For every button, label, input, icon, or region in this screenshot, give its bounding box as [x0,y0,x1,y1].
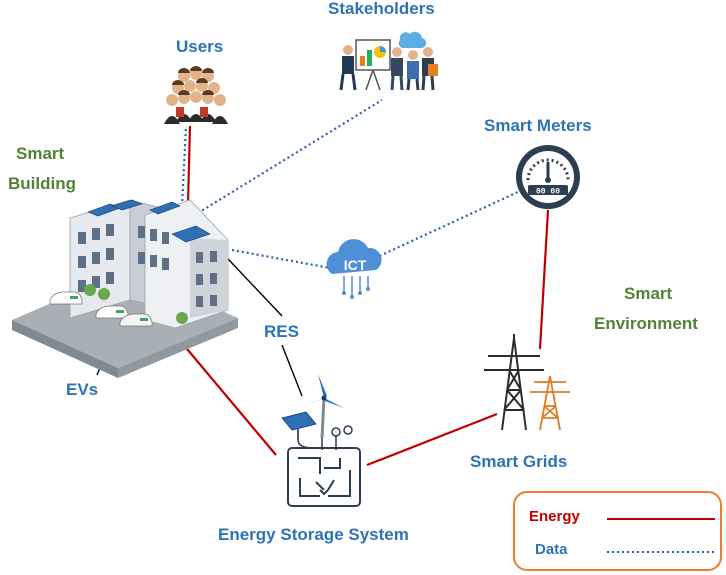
smart-environment-label-line2: Environment [594,314,698,333]
pointer-res-to-turbine [281,344,303,397]
res-label: RES [264,322,299,341]
stakeholders-icon [339,31,438,91]
data-link-ict-meters [374,191,519,259]
res-icon [281,374,353,450]
meter-digits: 00 00 [536,188,560,197]
ict-label: ICT [344,257,367,273]
legend-data-line [607,551,715,553]
smart-building-label-line1: Smart [16,144,65,163]
smart-building-label-line2: Building [8,174,76,193]
evs-label: EVs [66,380,99,399]
smart-building-icon [12,199,238,378]
energy-links [181,125,550,467]
energy-storage-label: Energy Storage System [218,525,409,544]
ict-cloud-icon: ICT [326,239,382,299]
data-link-building-ict [231,248,331,270]
energy-link-storage-grids [366,412,498,467]
data-link-building-users [180,125,188,207]
smart-grids-label: Smart Grids [470,452,568,471]
users-icon [164,66,228,124]
energy-link-building-storage [181,342,277,456]
legend-energy-label: Energy [529,508,580,525]
legend-data-label: Data [535,541,568,558]
smart-meters-label: Smart Meters [484,116,592,135]
legend: Energy Data [513,491,722,571]
data-links [180,99,519,270]
energy-link-building-users [186,125,192,205]
stakeholders-label: Stakeholders [328,0,435,18]
users-label: Users [176,37,224,56]
smart-environment-label-line1: Smart [624,284,673,303]
ev-cars [49,291,153,327]
smart-grids-icon [484,334,570,431]
energy-storage-icon [287,447,361,507]
data-link-building-stakeholders [197,99,383,214]
smart-meter-icon: 00 00 [516,145,580,209]
legend-energy-line [607,518,715,520]
energy-link-grids-meters [538,209,550,350]
